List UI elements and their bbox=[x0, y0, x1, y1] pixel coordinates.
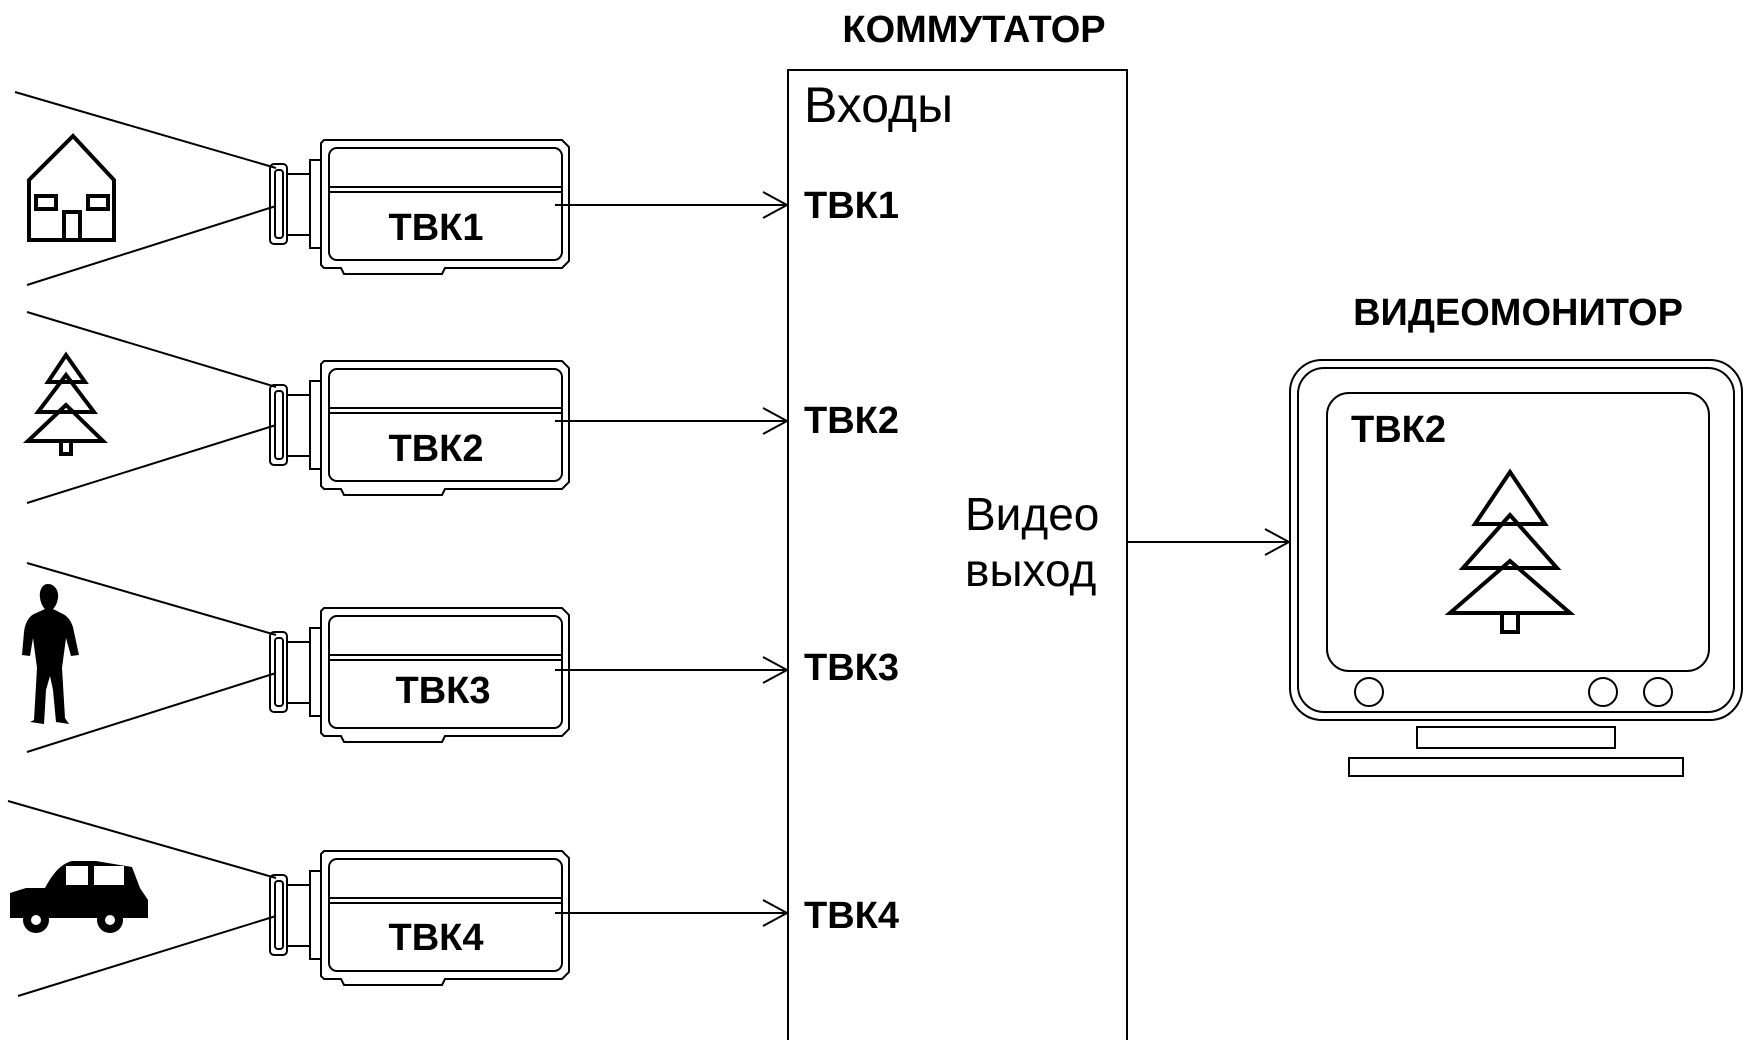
signal-arrows bbox=[555, 192, 1289, 926]
monitor-channel: ТВК2 bbox=[1351, 409, 1446, 451]
switcher-input-tvk4: ТВК4 bbox=[804, 895, 899, 937]
camera-tvk4: ТВК4 bbox=[270, 851, 569, 985]
camera-tvk3: ТВК3 bbox=[270, 608, 569, 742]
camera-label: ТВК1 bbox=[389, 207, 484, 249]
switcher-input-tvk1: ТВК1 bbox=[804, 185, 899, 227]
monitor-stand-base bbox=[1349, 758, 1683, 776]
car-icon bbox=[10, 861, 148, 933]
house-icon bbox=[29, 136, 114, 240]
field-of-view-lines bbox=[8, 92, 276, 996]
camera-label: ТВК2 bbox=[389, 428, 484, 470]
switcher-input-tvk2: ТВК2 bbox=[804, 400, 899, 442]
switcher-inputs-label: Входы bbox=[804, 77, 953, 133]
switcher-output-label: Видео bbox=[965, 488, 1099, 540]
switcher-input-tvk3: ТВК3 bbox=[804, 647, 899, 689]
monitor-title: ВИДЕОМОНИТОР bbox=[1353, 292, 1683, 334]
monitor-knob bbox=[1355, 678, 1383, 706]
person-icon bbox=[22, 584, 79, 724]
tree-icon bbox=[28, 355, 103, 454]
switcher-output-label-line2: выход bbox=[965, 544, 1097, 596]
switcher-title: КОММУТАТОР bbox=[842, 9, 1105, 51]
tree-icon bbox=[1450, 472, 1570, 632]
monitor-knob bbox=[1589, 678, 1617, 706]
camera-label: ТВК3 bbox=[396, 670, 491, 712]
camera-tvk1: ТВК1 bbox=[270, 140, 569, 274]
video-monitor: ВИДЕОМОНИТОР ТВК2 bbox=[1290, 292, 1742, 776]
switcher: КОММУТАТОР Входы ТВК1 ТВК2 ТВК3 ТВК4 Вид… bbox=[788, 9, 1127, 1040]
camera-label: ТВК4 bbox=[389, 917, 484, 959]
camera-tvk2: ТВК2 bbox=[270, 361, 569, 495]
monitor-stand-neck bbox=[1417, 727, 1615, 748]
monitor-knob bbox=[1644, 678, 1672, 706]
